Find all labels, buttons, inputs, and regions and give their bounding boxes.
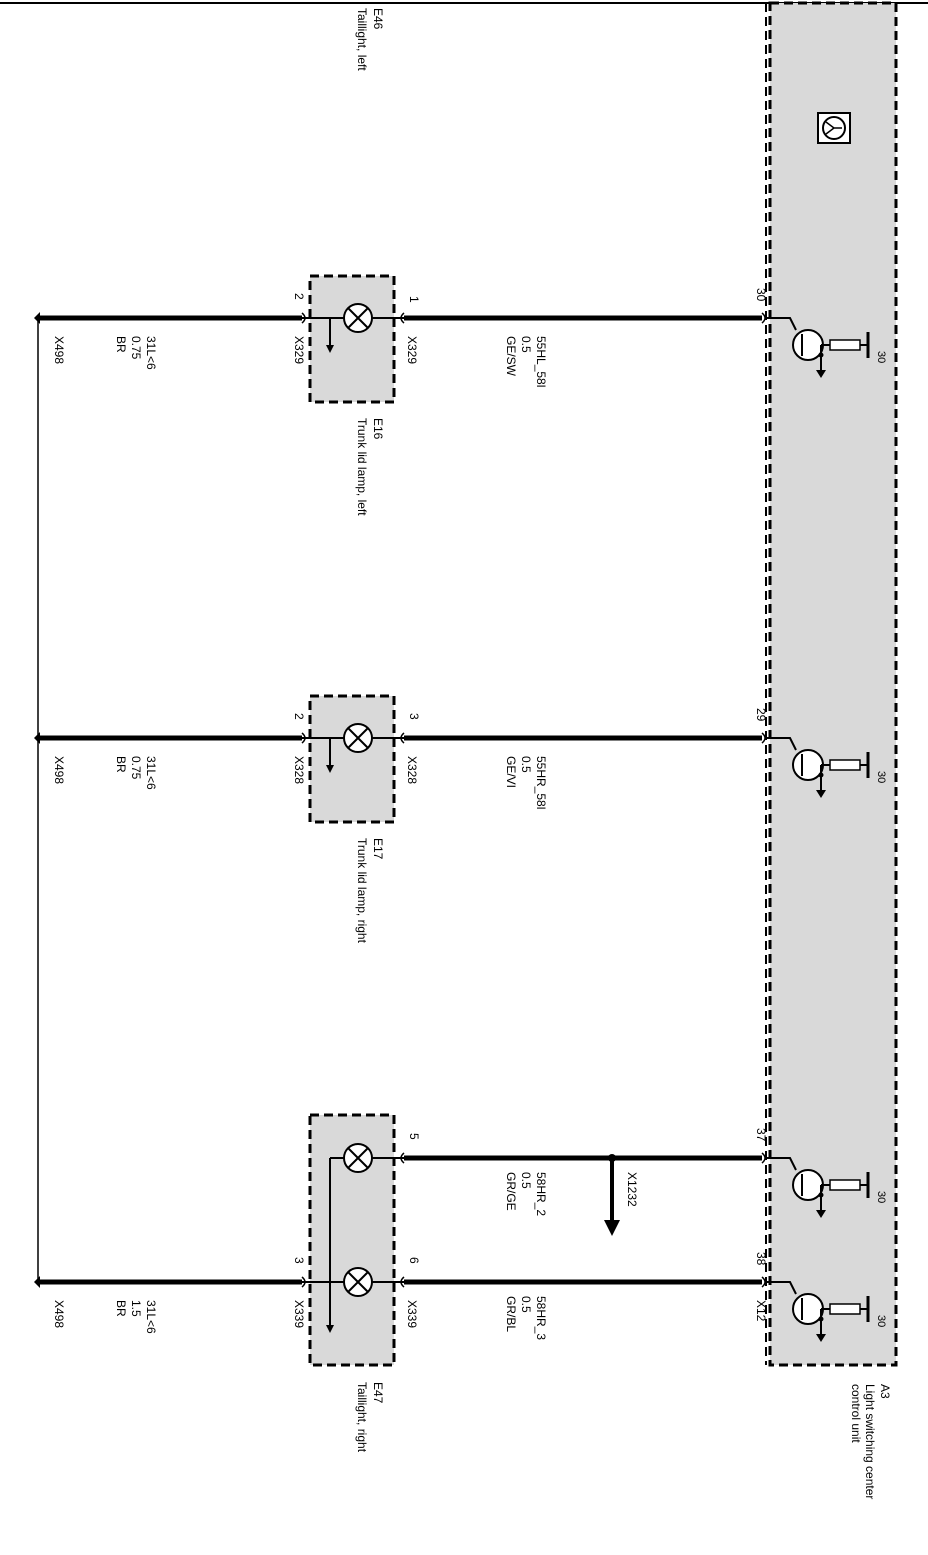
e47-conn-in: X339 [405,1300,419,1328]
e47-ref: E47 [371,1382,385,1404]
e17-wire-in-size: 0.5 [519,756,533,773]
ground-markers [34,312,40,1288]
control-unit-connector: X12 [754,1300,768,1322]
lamp-e17-box[interactable] [308,694,396,824]
cu-pin-30: 30 [754,288,768,302]
e47-conn-out: X339 [292,1300,306,1328]
control-unit-name-line1: Light switching center [863,1384,877,1499]
e17-name: Trunk lid lamp, right [355,838,369,944]
e47-wire-in-b-size: 0.5 [519,1296,533,1313]
e16-wire-in-signal: 55HL_58l [534,336,548,387]
e16-ref: E16 [371,418,385,440]
e17-pin-in: 3 [407,713,421,720]
e47-wire-out-size: 1.5 [129,1300,143,1317]
e16-conn-in: X329 [405,336,419,364]
control-unit-name-line2: control unit [849,1384,863,1443]
e17-ref: E17 [371,838,385,860]
cu-pin-38: 38 [754,1252,768,1266]
driver-stage-pin-29 [766,737,870,798]
e16-wire-out-signal: 31L<6 [144,336,158,370]
e16-pin-out: 2 [292,293,306,300]
e16-wire-in-size: 0.5 [519,336,533,353]
e47-wire-out-signal: 31L<6 [144,1300,158,1334]
control-unit-ref: A3 [878,1384,892,1399]
driver-stage-pin-38 [766,1281,870,1342]
e46-ref: E46 [371,8,385,30]
e17-wire-out-size: 0.75 [129,756,143,780]
cu-pin-29: 29 [754,708,768,722]
e47-name: Taillight, right [355,1382,369,1453]
e17-wire-out-signal: 31L<6 [144,756,158,790]
e16-wire-out-size: 0.75 [129,336,143,360]
e17-wire-out-color: BR [114,756,128,773]
e17-ground: X498 [52,756,66,784]
e16-name: Trunk lid lamp, left [355,418,369,516]
splice-x1232-arrow[interactable] [604,1154,620,1236]
supply-label-1: 30 [875,351,887,363]
e46-name: Taillight, left [355,8,369,71]
lamp-e17-bulb-icon [302,723,404,773]
supply-label-3: 30 [875,1191,887,1203]
e47-wire-in-a-color: GR/GE [504,1172,518,1211]
e47-pin-out: 3 [292,1257,306,1264]
e47-wire-in-b-color: GR/BL [504,1296,518,1332]
supply-label-4: 30 [875,1315,887,1327]
e16-conn-out: X329 [292,336,306,364]
e47-splice-label: X1232 [625,1172,639,1207]
e47-pin-in-b: 6 [407,1257,421,1264]
control-unit-box[interactable] [768,1,898,1367]
e47-ground: X498 [52,1300,66,1328]
lamp-e16-bulb-icon [302,303,404,353]
e47-wire-in-a-size: 0.5 [519,1172,533,1189]
e17-conn-in: X328 [405,756,419,784]
e16-wire-out-color: BR [114,336,128,353]
e16-pin-in: 1 [407,296,421,303]
e17-wire-in-color: GE/VI [504,756,518,788]
e47-wire-in-a-signal: 58HR_2 [534,1172,548,1216]
lamp-e16-box[interactable] [308,274,396,404]
cu-pin-37: 37 [754,1128,768,1142]
e47-wire-in-b-signal: 58HR_3 [534,1296,548,1340]
driver-stage-pin-30 [766,317,870,378]
e16-ground: X498 [52,336,66,364]
lamp-e47-bulb-icons [302,1143,404,1333]
e17-wire-in-signal: 55HR_58l [534,756,548,809]
e17-pin-out: 2 [292,713,306,720]
driver-stage-pin-37 [766,1157,870,1218]
e47-pin-in-a: 5 [407,1133,421,1140]
control-unit-icon [817,112,851,144]
e47-wire-out-color: BR [114,1300,128,1317]
e16-wire-in-color: GE/SW [504,336,518,377]
supply-label-2: 30 [875,771,887,783]
e17-conn-out: X328 [292,756,306,784]
